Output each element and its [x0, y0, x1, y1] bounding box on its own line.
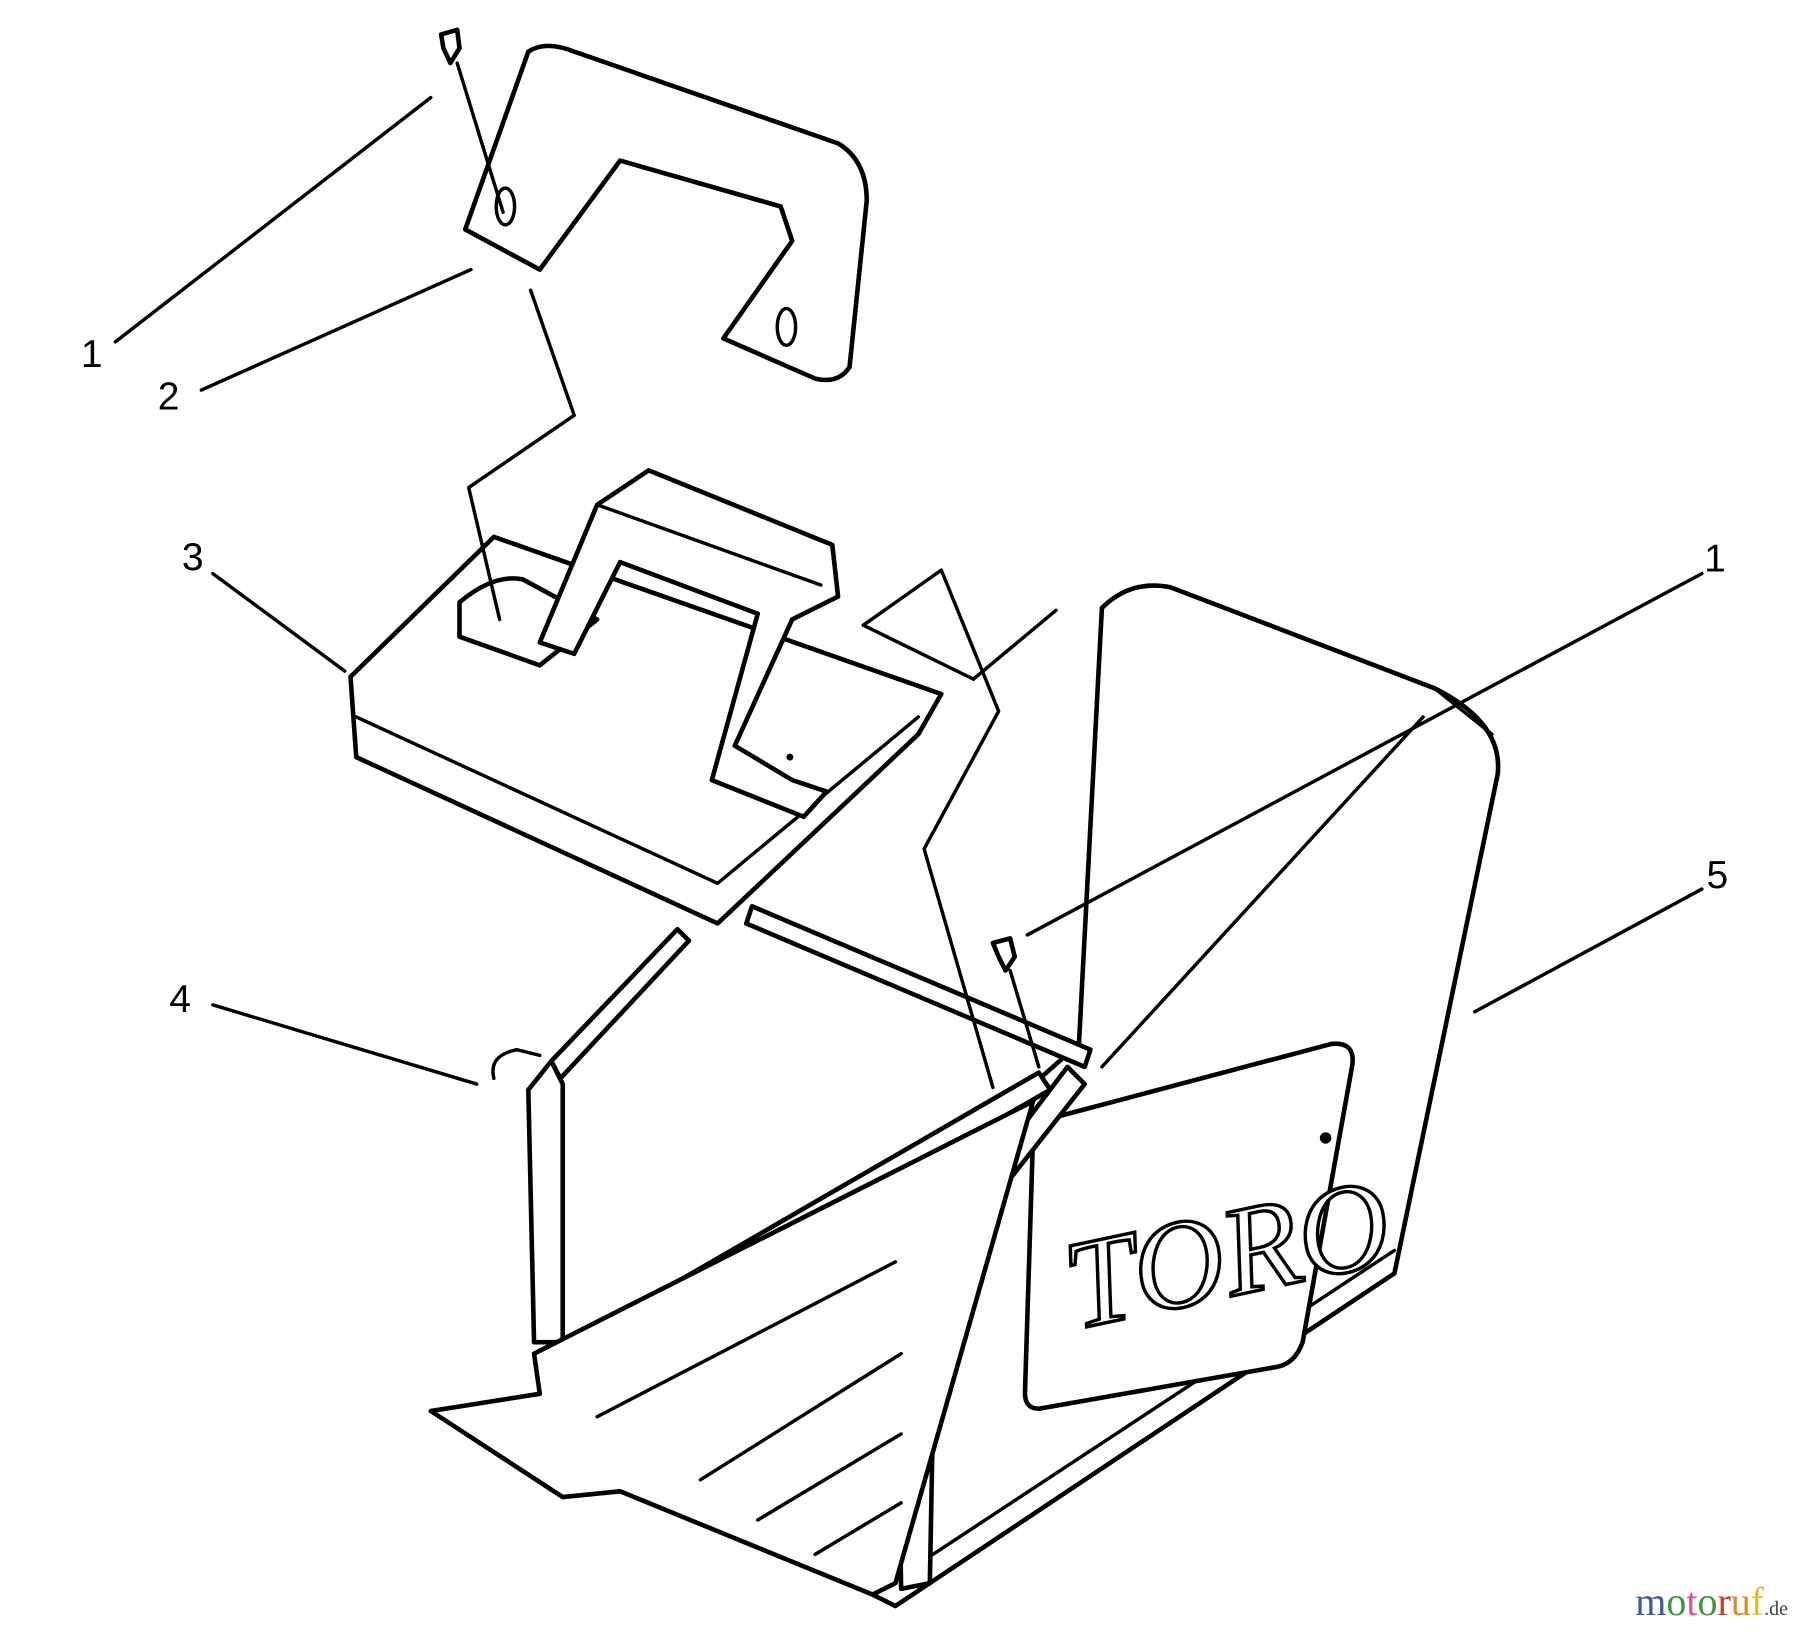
- leader-lines: [113, 95, 1704, 1086]
- bag-floor: [428, 1098, 1036, 1597]
- cover-part-3: [348, 468, 944, 926]
- callout-3: 3: [182, 536, 204, 579]
- handle-part-2: [462, 43, 870, 383]
- screw-part-1: [438, 27, 1041, 1069]
- callout-4: 4: [169, 978, 191, 1021]
- watermark-logo: motoruf.de: [1635, 1579, 1788, 1624]
- callout-1: 1: [81, 333, 103, 376]
- callout-1-right: 1: [1704, 537, 1726, 580]
- callout-2: 2: [158, 376, 180, 419]
- callout-5: 5: [1706, 854, 1728, 897]
